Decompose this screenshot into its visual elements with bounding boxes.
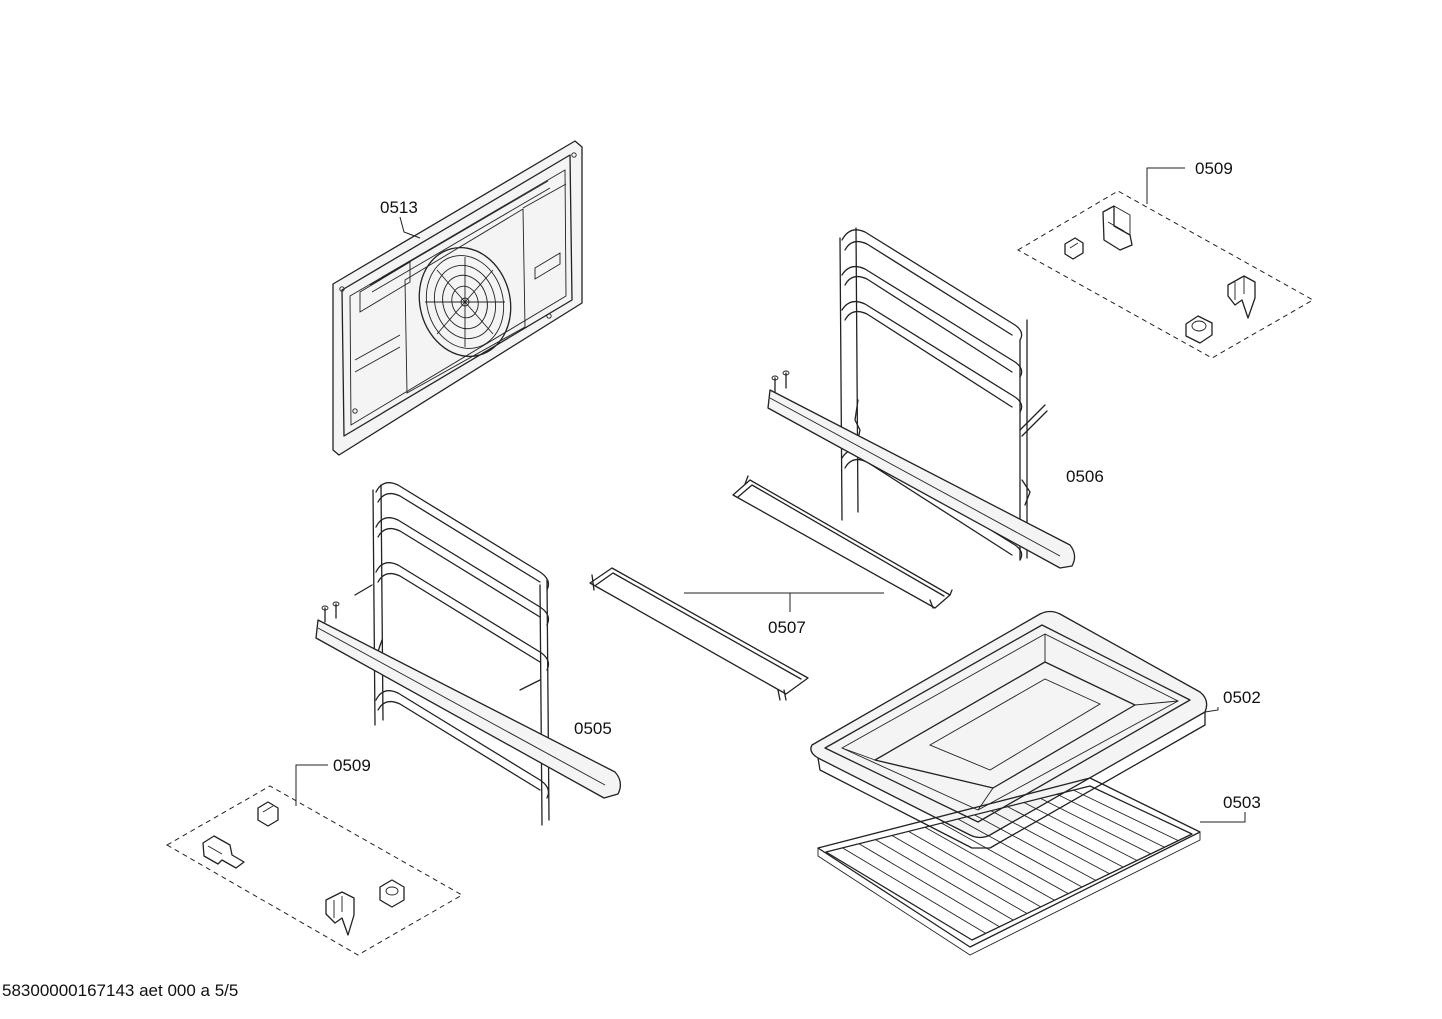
fastener-set-bottom-0509 (165, 785, 464, 956)
rack-bar (941, 822, 1069, 895)
callout-0513: 0513 (380, 198, 418, 217)
rack-bar (1073, 789, 1179, 842)
callout-0506: 0506 (1066, 467, 1104, 486)
fastener-set-top-0509 (1016, 190, 1315, 359)
wire-rack-0503 (817, 777, 1201, 956)
rear-panel-0513 (332, 140, 583, 456)
callout-0503: 0503 (1223, 793, 1261, 812)
callout-0507: 0507 (768, 618, 806, 637)
rack-bar (858, 843, 1000, 928)
rack-bar (875, 839, 1014, 921)
rack-bars (842, 789, 1179, 934)
leader-lines (295, 167, 1246, 823)
drawing-id-footer: 58300000167143 aet 000 a 5/5 (2, 981, 239, 1000)
callout-0502: 0502 (1223, 688, 1261, 707)
telescopic-rails-0507 (589, 475, 953, 701)
callout-labels: 0513 0509 0506 0507 0505 0502 0503 0509 (333, 159, 1261, 812)
rack-bar (891, 835, 1028, 914)
rack-bar (908, 830, 1041, 908)
right-shelf-rack-0506 (767, 227, 1076, 569)
rack-bar (957, 818, 1083, 888)
rack-bar (1007, 806, 1124, 868)
rack-bar (1023, 802, 1138, 861)
rack-bar (1040, 797, 1151, 855)
rack-bar (974, 814, 1096, 881)
callout-0505: 0505 (574, 719, 612, 738)
rack-bar (924, 826, 1055, 901)
callout-0509-bottom: 0509 (333, 756, 371, 775)
rack-bar (1056, 793, 1165, 848)
rack-bar (842, 847, 986, 934)
callout-0509-top: 0509 (1195, 159, 1233, 178)
left-shelf-rack-0505 (315, 482, 622, 826)
rack-bar (990, 810, 1110, 875)
